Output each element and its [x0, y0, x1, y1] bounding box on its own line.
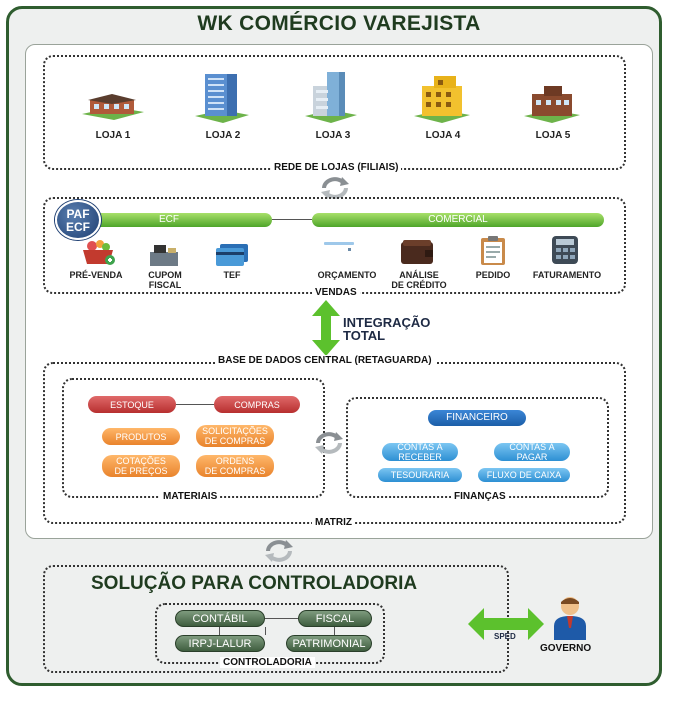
paf-ecf-badge: PAF ECF [55, 200, 101, 240]
calculator-icon [552, 236, 578, 264]
ordens-node: ORDENS DE COMPRAS [196, 455, 274, 477]
government-label: GOVERNO [540, 643, 592, 654]
matrix-caption: MATRIZ [312, 517, 356, 528]
contabil-patrimonial-link [265, 627, 266, 635]
controladoria-caption: CONTROLADORIA [220, 657, 315, 668]
pagar-node: CONTAS À PAGAR [494, 442, 570, 462]
double-arrow-horizontal-icon [468, 608, 544, 640]
receber-node: CONTAS À RECEBER [382, 442, 458, 462]
store-label-5: LOJA 5 [535, 130, 571, 141]
government-person-icon [554, 597, 586, 640]
fiscal-patrimonial-link [334, 627, 335, 635]
contabil-fiscal-link [265, 618, 298, 619]
financeiro-node: FINANCEIRO [428, 410, 526, 426]
brick-building-icon [524, 86, 580, 123]
fiscal-node: FISCAL [298, 610, 372, 627]
shopping-basket-icon [83, 240, 115, 265]
commercial-bar: COMERCIAL [312, 213, 604, 227]
patrimonial-node: PATRIMONIAL [286, 635, 372, 652]
integration-label: INTEGRAÇÃO TOTAL [343, 316, 430, 342]
sales-connector [272, 219, 312, 220]
wallet-icon [401, 240, 433, 264]
cotacoes-node: COTAÇÕES DE PREÇOS [102, 455, 180, 477]
glass-tower-icon [305, 72, 357, 123]
produtos-node: PRODUTOS [102, 428, 180, 445]
paf-text: PAF [66, 207, 90, 221]
house-building-icon [82, 94, 144, 120]
office-tower-icon [195, 74, 249, 123]
estoque-compras-link [176, 404, 214, 405]
sales-label-analise: ANÁLISE DE CRÉDITO [391, 270, 447, 290]
contabil-node: CONTÁBIL [175, 610, 265, 627]
ecf-bar: ECF [66, 213, 272, 227]
sales-label-pedido: PEDIDO [475, 270, 511, 280]
sales-caption: VENDAS [312, 287, 360, 298]
credit-card-icon [216, 244, 248, 266]
sync-arrows-icon [265, 540, 293, 562]
sales-label-cupom: CUPOM FISCAL [148, 270, 182, 290]
central-caption: BASE DE DADOS CENTRAL (RETAGUARDA) [215, 355, 435, 366]
contabil-irpj-link [219, 627, 220, 635]
controller-title: SOLUÇÃO PARA CONTROLADORIA [91, 573, 418, 594]
cash-register-icon [150, 245, 178, 266]
compras-node: COMPRAS [214, 396, 300, 413]
clipboard-icon [481, 236, 505, 265]
integration-line2: TOTAL [343, 328, 386, 343]
finance-caption: FINANÇAS [451, 491, 509, 502]
sped-label: SPED [494, 632, 516, 641]
store-label-4: LOJA 4 [425, 130, 461, 141]
tesouraria-node: TESOURARIA [378, 468, 462, 482]
sales-label-orcamento: ORÇAMENTO [317, 270, 377, 280]
sync-arrows-icon [321, 177, 349, 199]
materials-caption: MATERIAIS [160, 491, 221, 502]
store-label-3: LOJA 3 [315, 130, 351, 141]
irpj-node: IRPJ-LALUR [175, 635, 265, 652]
ecf-text: ECF [66, 220, 90, 234]
estoque-node: ESTOQUE [88, 396, 176, 413]
calculator-paper-icon [324, 242, 354, 251]
page-title: WK COMÉRCIO VAREJISTA [197, 12, 481, 35]
sales-label-pre-venda: PRÉ-VENDA [69, 270, 123, 280]
stores-caption: REDE DE LOJAS (FILIAIS) [271, 162, 402, 173]
store-label-2: LOJA 2 [205, 130, 241, 141]
sales-label-faturamento: FATURAMENTO [532, 270, 602, 280]
yellow-building-icon [414, 76, 470, 123]
solicitacoes-node: SOLICITAÇÕES DE COMPRAS [196, 425, 274, 447]
fluxo-node: FLUXO DE CAIXA [478, 468, 570, 482]
double-arrow-vertical-icon [312, 300, 340, 356]
integration-line1: INTEGRAÇÃO [343, 315, 431, 330]
sync-arrows-icon [315, 432, 343, 454]
store-label-1: LOJA 1 [95, 130, 131, 141]
sales-label-tef: TEF [223, 270, 241, 280]
